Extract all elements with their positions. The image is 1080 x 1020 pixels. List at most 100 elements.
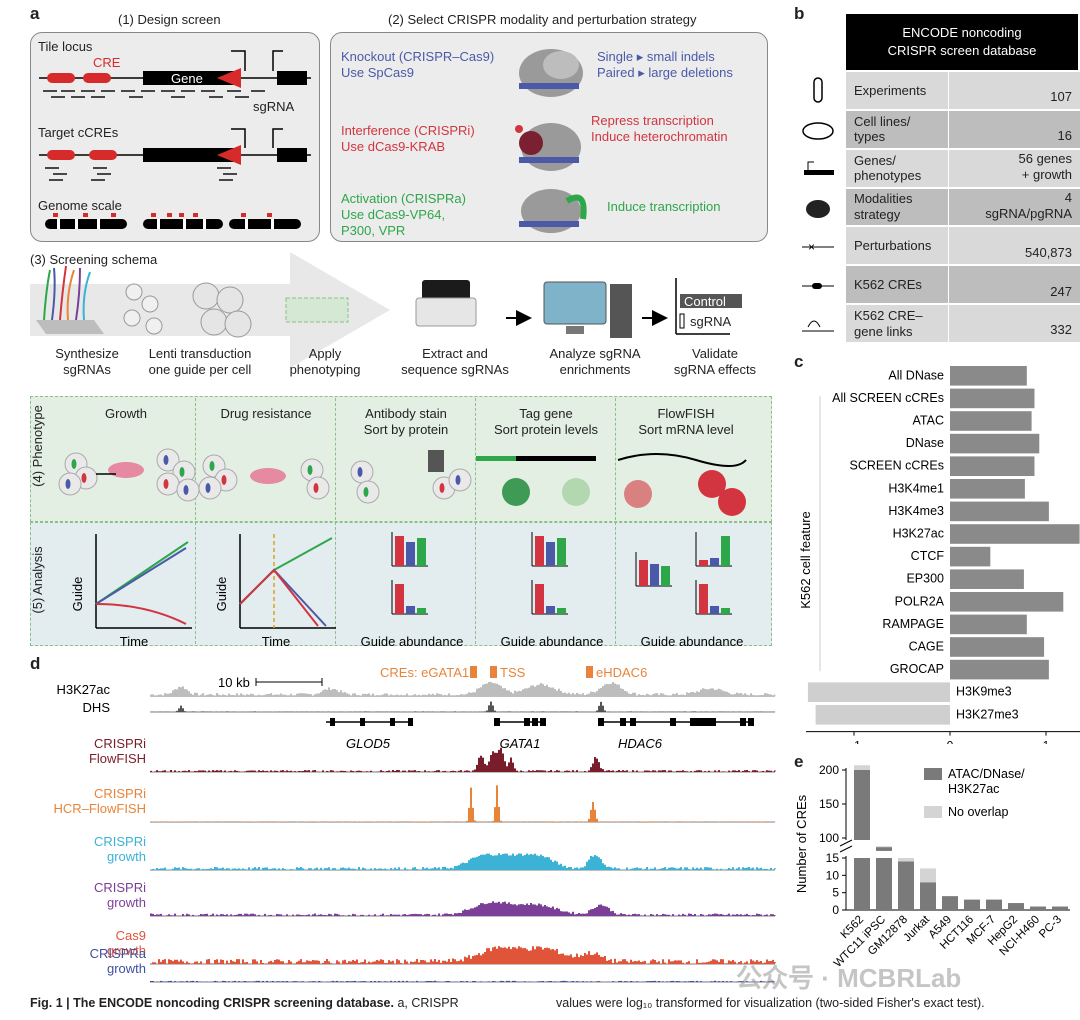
cre-marker: [586, 666, 593, 678]
x-tick-label: Jurkat: [901, 913, 932, 944]
target-ccres-label: Target cCREs: [38, 125, 119, 140]
bar: [395, 584, 404, 614]
track-signal: [150, 853, 776, 870]
tick-label: POLR2A: [895, 594, 945, 608]
bar: [406, 606, 415, 614]
track-label: H3K27ac: [57, 682, 111, 697]
exon: [408, 718, 413, 726]
panel-label-c: c: [794, 352, 804, 371]
protein: [806, 199, 830, 218]
row-label: Modalities strategy: [854, 191, 913, 222]
ehdac6-label: eHDAC6: [596, 665, 647, 680]
bar: [854, 770, 870, 840]
exon: [390, 718, 395, 726]
bar: [950, 433, 1040, 454]
tick-label: CAGE: [909, 640, 944, 654]
bar: [1052, 906, 1068, 910]
cre-gene-link-icon: [802, 320, 834, 332]
table-row: [846, 227, 1080, 265]
row-label: Cell lines/ types: [854, 113, 911, 145]
design-illustration: [39, 50, 311, 229]
bar: [950, 456, 1035, 476]
exon: [710, 718, 716, 726]
bar: [964, 899, 980, 910]
guide-mark: [209, 461, 215, 471]
y-tick-label: 0: [832, 903, 839, 917]
guide-mark: [357, 467, 363, 477]
bar: [950, 546, 991, 567]
series-line: [239, 568, 319, 627]
tick-label: ATAC: [913, 414, 944, 428]
sorter: [428, 450, 444, 472]
row-value: 247: [1050, 283, 1072, 299]
guide-mark: [313, 483, 319, 493]
exon: [494, 718, 500, 726]
track-signal: [150, 747, 776, 772]
bar: [898, 861, 914, 910]
activation-line1: Activation (CRISPRa): [341, 191, 466, 206]
cas9-complex-illustration: [515, 49, 587, 233]
bar: [920, 868, 936, 883]
bar: [699, 584, 708, 614]
bar: [661, 566, 670, 586]
bar: [650, 564, 659, 586]
track-label: DHS: [83, 700, 111, 715]
bar: [710, 558, 719, 566]
table-row: [846, 266, 1080, 304]
row-label: Genes/ phenotypes: [854, 152, 922, 184]
row-label: Experiments: [854, 82, 927, 98]
legend-swatch: [924, 768, 942, 780]
tick-label: H3K27ac: [893, 527, 944, 541]
modality-title: (2) Select CRISPR modality and perturbat…: [388, 12, 697, 27]
bar: [395, 536, 404, 566]
mrna: [617, 453, 747, 467]
schema-step: Apply phenotyping: [289, 346, 361, 377]
scale-label: 10 kb: [218, 675, 250, 690]
bar: [950, 479, 1025, 499]
track-signal: [150, 901, 776, 916]
bar: [546, 606, 555, 614]
guide-mark: [163, 455, 169, 465]
cross-mark: ×: [808, 240, 815, 254]
y-tick-label: 10: [826, 868, 840, 882]
dish: [802, 122, 834, 140]
petri-dish-icon: [802, 122, 834, 140]
bar: [986, 899, 1002, 910]
column-divider: [948, 110, 949, 148]
gene-body: [516, 456, 596, 461]
knockout-line1: Knockout (CRISPR–Cas9): [341, 49, 495, 64]
gene-name: GLOD5: [346, 736, 391, 751]
bar: [876, 858, 892, 910]
exon: [540, 718, 546, 726]
control-label: Control: [684, 294, 726, 309]
bar: [546, 542, 555, 566]
phenotype-title: Drug resistance: [220, 406, 312, 421]
panel-label-a: a: [30, 4, 40, 23]
cre-marker: [470, 666, 477, 678]
bar: [942, 896, 958, 910]
validate-sgrna-label: sgRNA: [690, 314, 732, 329]
figure-caption-right: values were log₁₀ transformed for visual…: [556, 996, 985, 1010]
bar: [950, 659, 1049, 680]
row-label: K562 CRE– gene links: [854, 307, 923, 339]
exon: [630, 718, 636, 726]
guide-mark: [71, 459, 77, 469]
bar: [721, 608, 730, 614]
tss-label: TSS: [500, 665, 526, 680]
cell-light: [562, 478, 590, 506]
cre-icon: [802, 283, 834, 290]
series-line: [95, 547, 187, 605]
exon: [524, 718, 530, 726]
tick-label: GROCAP: [890, 662, 944, 676]
caption-a: a, CRISPR: [397, 996, 459, 1010]
bar: [815, 705, 950, 725]
phenotype-title: Tag gene Sort protein levels: [493, 406, 599, 437]
bar: [417, 608, 426, 614]
dhs-signal: [150, 701, 776, 712]
bar: [950, 614, 1027, 635]
cell-red: [624, 480, 652, 508]
tick-label: All DNase: [888, 368, 944, 382]
bar: [699, 560, 708, 566]
